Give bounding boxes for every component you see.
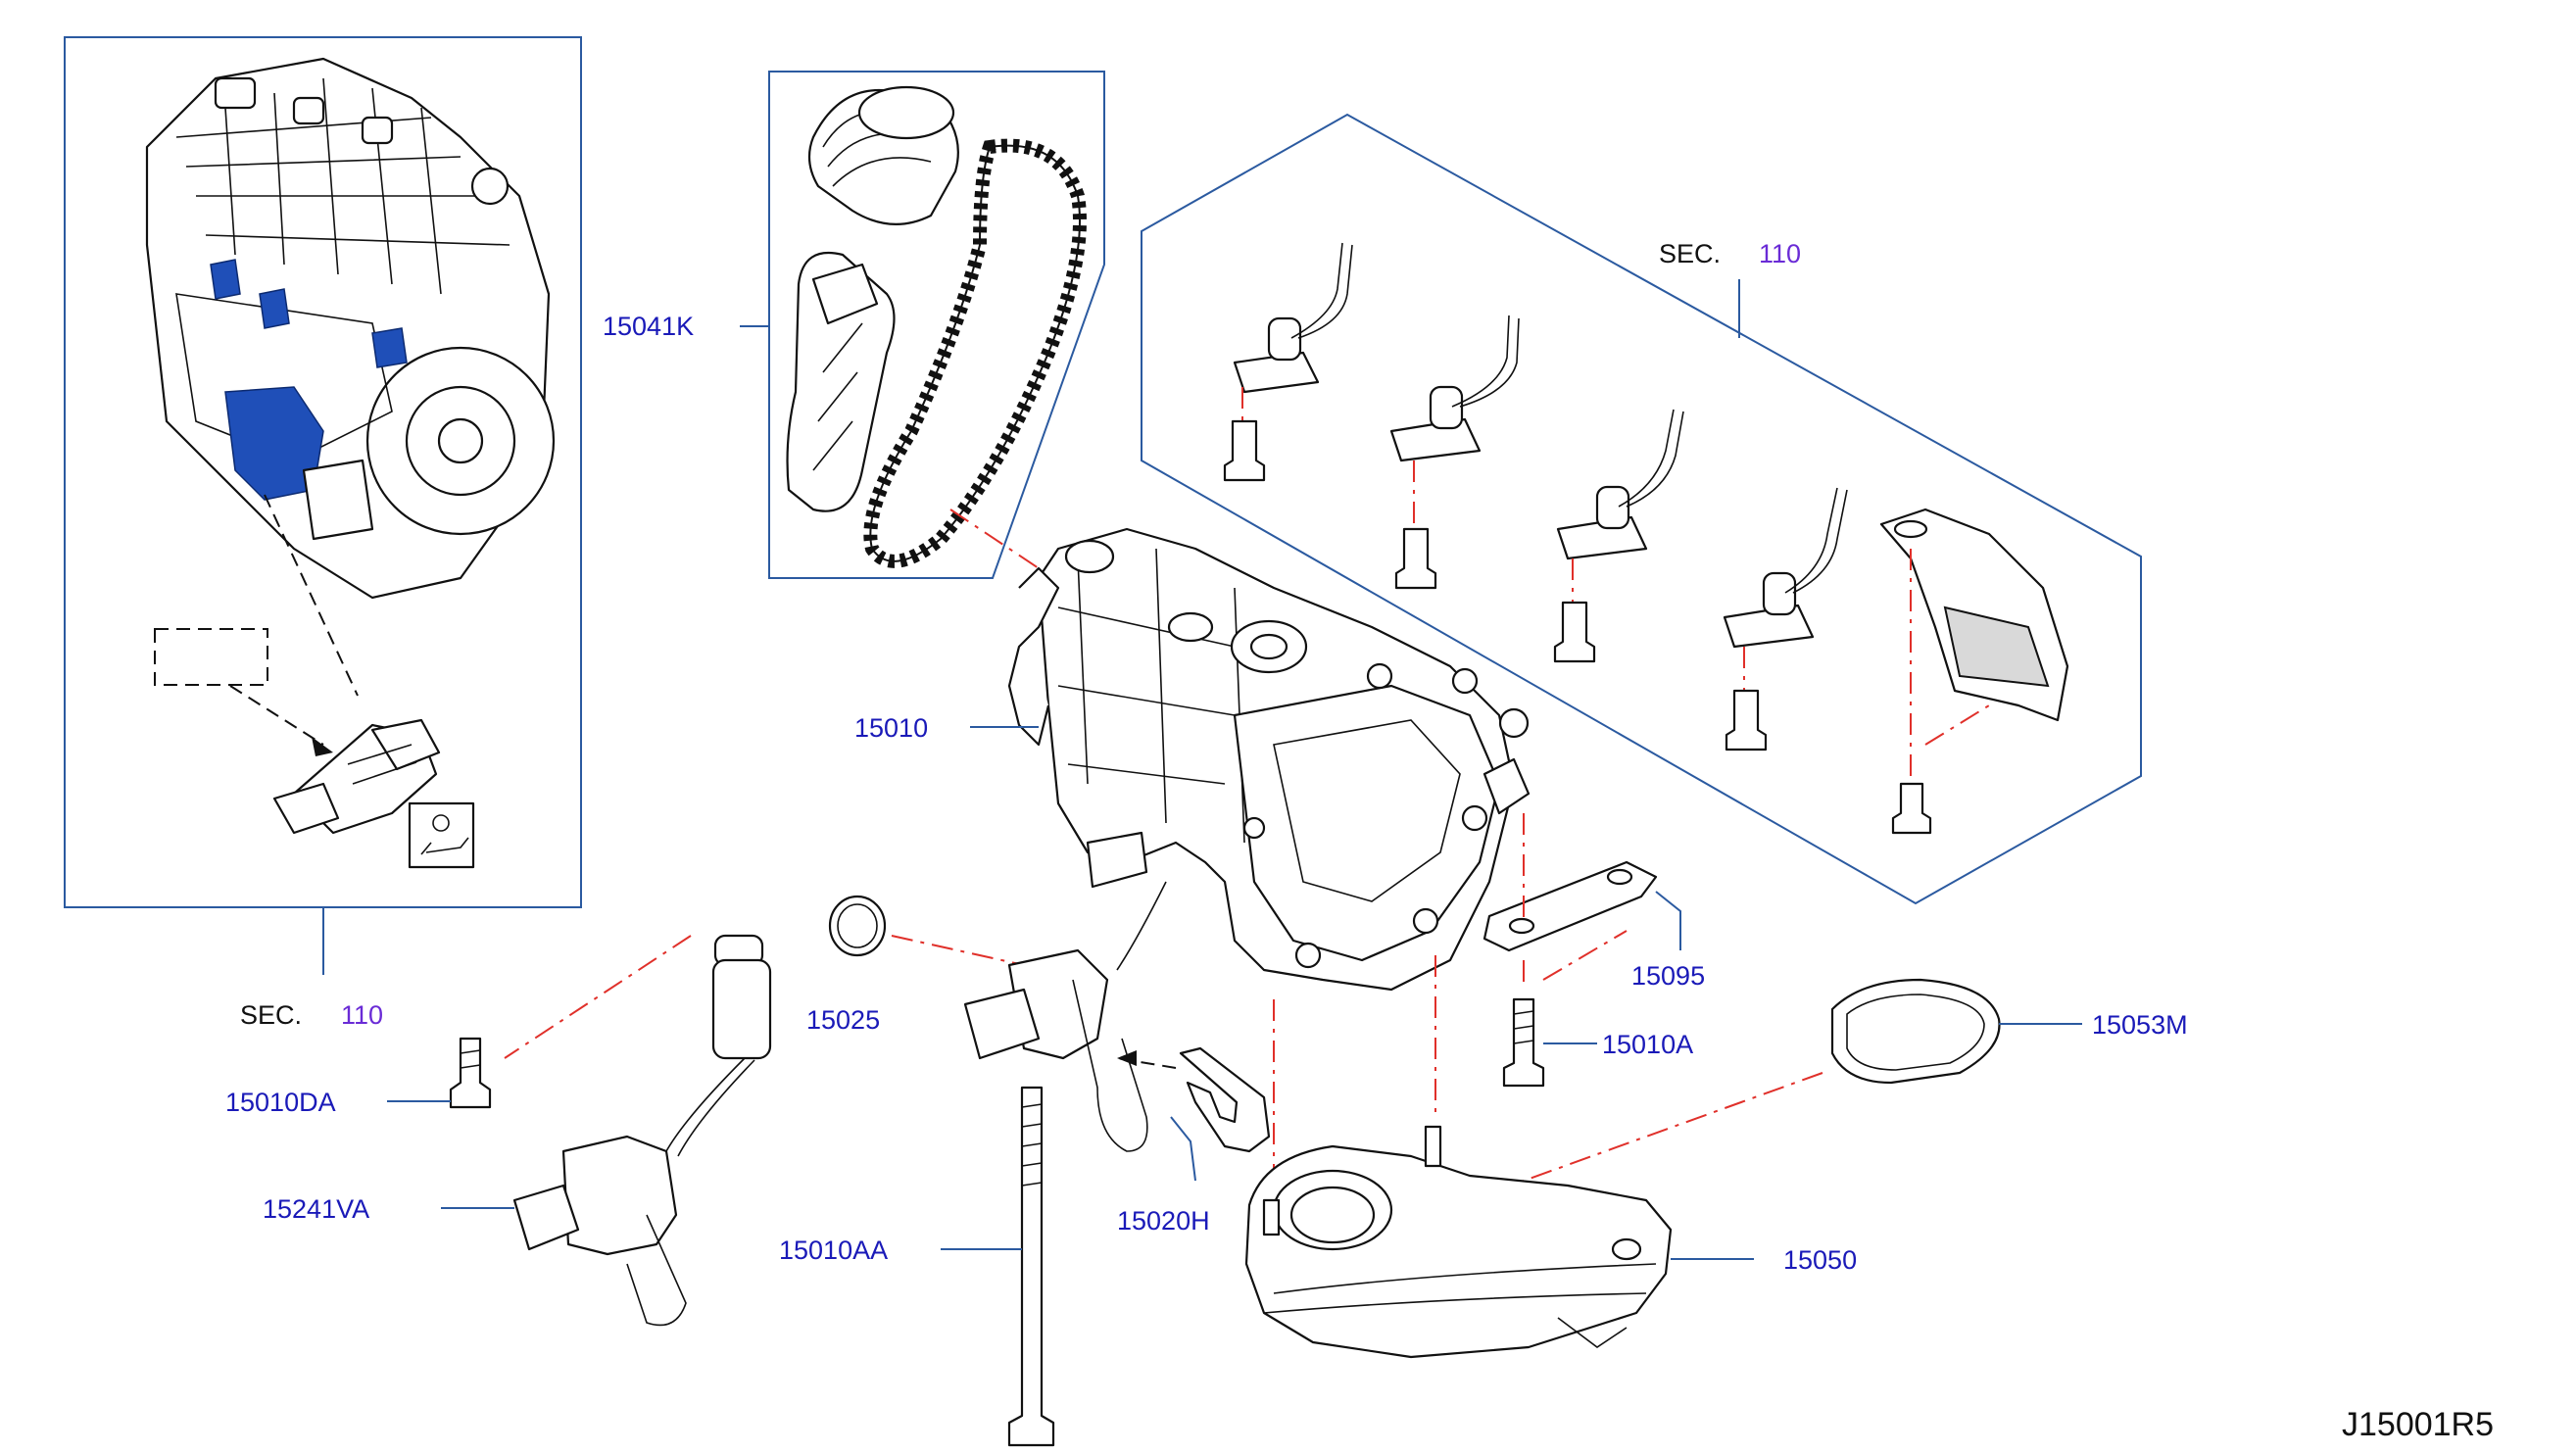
timing-chain (863, 138, 1087, 568)
section-prefix-right: SEC. (1659, 239, 1721, 268)
chain-to-pump-dash (949, 509, 1040, 569)
label-15241VA[interactable]: 15241VA (263, 1194, 369, 1224)
bolt-15010A (1502, 997, 1545, 1088)
solenoid-15241VA (504, 934, 772, 1327)
long-bolt-15010AA (1007, 1086, 1055, 1447)
label-15041K[interactable]: 15041K (603, 312, 694, 341)
pressure-switch-location-box (154, 628, 268, 686)
label-15025[interactable]: 15025 (806, 1005, 880, 1035)
oring-15025 (828, 895, 887, 957)
label-15010AA[interactable]: 15010AA (779, 1236, 888, 1265)
oil-pressure-switch (272, 718, 441, 835)
chain-sprocket-illustration (807, 85, 959, 225)
label-15010A[interactable]: 15010A (1602, 1030, 1693, 1059)
oil-pump-assembly (1007, 527, 1531, 992)
sensor-3 (1553, 409, 1684, 663)
clip-15020H (1116, 1046, 1271, 1153)
section-number-left[interactable]: 110 (341, 1000, 383, 1030)
bracket-15095 (1482, 813, 1658, 990)
oil-pressure-warning-icon (408, 801, 475, 869)
label-15010DA[interactable]: 15010DA (225, 1088, 336, 1117)
oring-to-connector-dash (891, 935, 1025, 966)
chain-inset (768, 71, 1105, 579)
label-15050[interactable]: 15050 (1783, 1245, 1857, 1275)
sensor-inset-frame (1141, 113, 2142, 905)
sensor-inset: SEC. 110 (1141, 113, 2142, 905)
sensor-4 (1723, 487, 1848, 751)
heat-shield (1879, 508, 2069, 835)
label-15095[interactable]: 15095 (1631, 961, 1705, 991)
chain-tensioner-guide (786, 251, 896, 512)
engine-inset (64, 36, 582, 908)
section-prefix-left: SEC. (240, 1000, 302, 1030)
gasket-to-strainer-dash (1469, 1072, 1823, 1201)
diagram-code: J15001R5 (2342, 1406, 2494, 1443)
label-15053M[interactable]: 15053M (2092, 1010, 2188, 1040)
sensor-2 (1389, 315, 1520, 590)
sensor-1 (1223, 242, 1353, 482)
oil-pump-connector (963, 948, 1148, 1152)
section-number-right[interactable]: 110 (1759, 239, 1801, 268)
label-15020H[interactable]: 15020H (1117, 1206, 1210, 1236)
gasket-15053M (1830, 978, 2001, 1085)
bracket-leader (1655, 891, 1681, 950)
label-15010[interactable]: 15010 (854, 713, 928, 743)
oil-strainer-15050 (1244, 1125, 1673, 1359)
small-bolt-15010DA (449, 1037, 492, 1109)
engine-assembly-illustration (145, 57, 556, 600)
chain-inset-frame (768, 71, 1105, 579)
clip-leader (1170, 1116, 1196, 1182)
